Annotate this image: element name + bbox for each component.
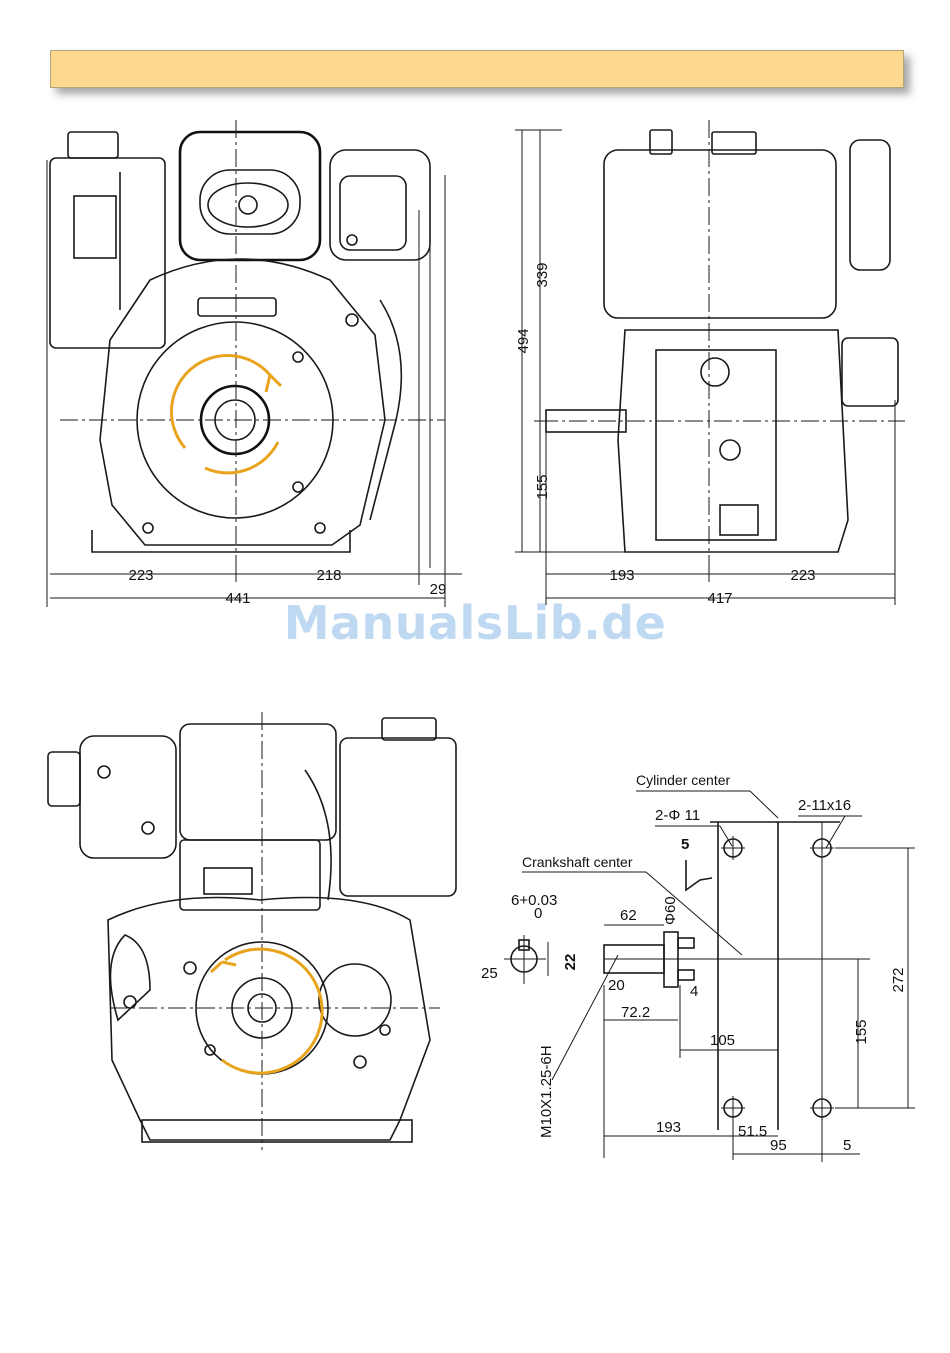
dim-4: 4 xyxy=(690,983,698,1000)
dim-51-5: 51.5 xyxy=(738,1123,767,1140)
side-dim-height-upper: 339 xyxy=(534,262,551,287)
dim-193: 193 xyxy=(656,1119,681,1136)
dim-phi-60: Φ60 xyxy=(662,896,679,925)
thread-spec: M10X1.25-6H xyxy=(538,1045,555,1138)
side-view: 494 339 155 193 223 417 xyxy=(515,120,905,607)
shaft-detail: Cylinder center Crankshaft center 2-Φ 11… xyxy=(481,772,915,1162)
front-dim-left: 223 xyxy=(128,567,153,584)
front-dim-right: 218 xyxy=(316,567,341,584)
side-dim-right: 223 xyxy=(790,567,815,584)
dim-272: 272 xyxy=(890,967,907,992)
crankshaft-center-label: Crankshaft center xyxy=(522,854,633,870)
dim-20: 20 xyxy=(608,977,625,994)
dim-105: 105 xyxy=(710,1032,735,1049)
side-dim-left: 193 xyxy=(609,567,634,584)
dim-62: 62 xyxy=(620,907,637,924)
dim-95: 95 xyxy=(770,1137,787,1154)
watermark: ManualsLib.de xyxy=(0,596,950,650)
rear-view xyxy=(48,712,456,1150)
dim-155: 155 xyxy=(853,1019,870,1044)
shaft-diameter: 25 xyxy=(481,965,498,982)
dim-5: 5 xyxy=(843,1137,851,1154)
slot-spec-label: 2-11x16 xyxy=(798,797,851,814)
key-height: 22 xyxy=(562,954,579,971)
side-dim-height-total: 494 xyxy=(515,328,532,353)
rotation-arrow-ccw xyxy=(222,949,322,1073)
dim-key-width: 5 xyxy=(681,836,689,853)
side-dim-height-lower: 155 xyxy=(534,474,551,499)
key-tolerance-lower: 0 xyxy=(534,905,542,922)
front-view: 223 218 441 29 xyxy=(47,120,462,607)
dim-72-2: 72.2 xyxy=(621,1004,650,1021)
hole-spec-label: 2-Φ 11 xyxy=(655,807,700,824)
cylinder-center-label: Cylinder center xyxy=(636,772,730,788)
